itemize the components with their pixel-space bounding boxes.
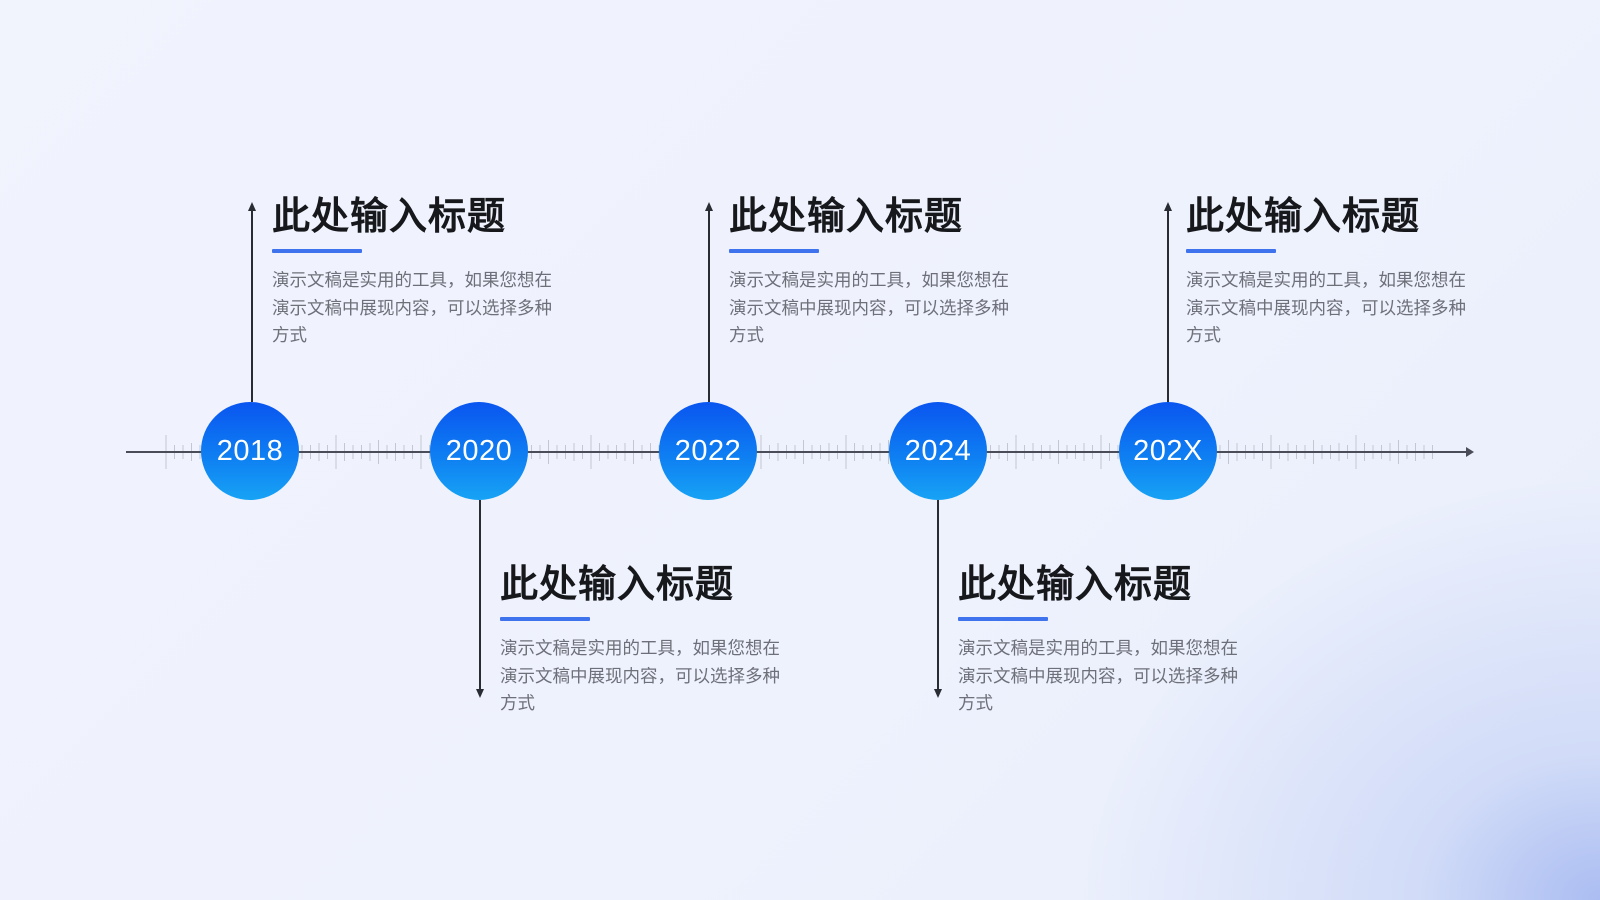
arrow-up-icon: [1164, 202, 1172, 211]
year-node-2018: 2018: [201, 402, 299, 500]
connector-2022: [708, 208, 710, 402]
card-description: 演示文稿是实用的工具，如果您想在演示文稿中展现内容，可以选择多种方式: [272, 271, 552, 346]
year-node-2020: 2020: [430, 402, 528, 500]
arrow-up-icon: [248, 202, 256, 211]
card-description: 演示文稿是实用的工具，如果您想在演示文稿中展现内容，可以选择多种方式: [500, 639, 780, 714]
title-underline: [1186, 249, 1276, 253]
card-title: 此处输入标题: [958, 562, 1193, 606]
connector-2018: [251, 208, 253, 402]
card-title: 此处输入标题: [1186, 194, 1421, 238]
title-underline: [500, 617, 590, 621]
connector-202X: [1167, 208, 1169, 402]
arrow-down-icon: [476, 689, 484, 698]
year-node-202X: 202X: [1119, 402, 1217, 500]
timeline-card-2018: 此处输入标题 演示文稿是实用的工具，如果您想在演示文稿中展现内容，可以选择多种方…: [272, 193, 572, 351]
card-description: 演示文稿是实用的工具，如果您想在演示文稿中展现内容，可以选择多种方式: [1186, 271, 1466, 346]
connector-2020: [479, 500, 481, 690]
timeline-card-2024: 此处输入标题 演示文稿是实用的工具，如果您想在演示文稿中展现内容，可以选择多种方…: [958, 561, 1258, 719]
timeline-card-2020: 此处输入标题 演示文稿是实用的工具，如果您想在演示文稿中展现内容，可以选择多种方…: [500, 561, 800, 719]
title-underline: [958, 617, 1048, 621]
title-underline: [272, 249, 362, 253]
axis-arrow-icon: [1466, 447, 1474, 457]
arrow-down-icon: [934, 689, 942, 698]
timeline-card-202X: 此处输入标题 演示文稿是实用的工具，如果您想在演示文稿中展现内容，可以选择多种方…: [1186, 193, 1486, 351]
year-node-2024: 2024: [889, 402, 987, 500]
card-title: 此处输入标题: [729, 194, 964, 238]
card-description: 演示文稿是实用的工具，如果您想在演示文稿中展现内容，可以选择多种方式: [729, 271, 1009, 346]
card-title: 此处输入标题: [272, 194, 507, 238]
timeline-card-2022: 此处输入标题 演示文稿是实用的工具，如果您想在演示文稿中展现内容，可以选择多种方…: [729, 193, 1029, 351]
timeline-axis: [126, 451, 1468, 453]
connector-2024: [937, 500, 939, 690]
arrow-up-icon: [705, 202, 713, 211]
card-title: 此处输入标题: [500, 562, 735, 606]
card-description: 演示文稿是实用的工具，如果您想在演示文稿中展现内容，可以选择多种方式: [958, 639, 1238, 714]
year-node-2022: 2022: [659, 402, 757, 500]
title-underline: [729, 249, 819, 253]
